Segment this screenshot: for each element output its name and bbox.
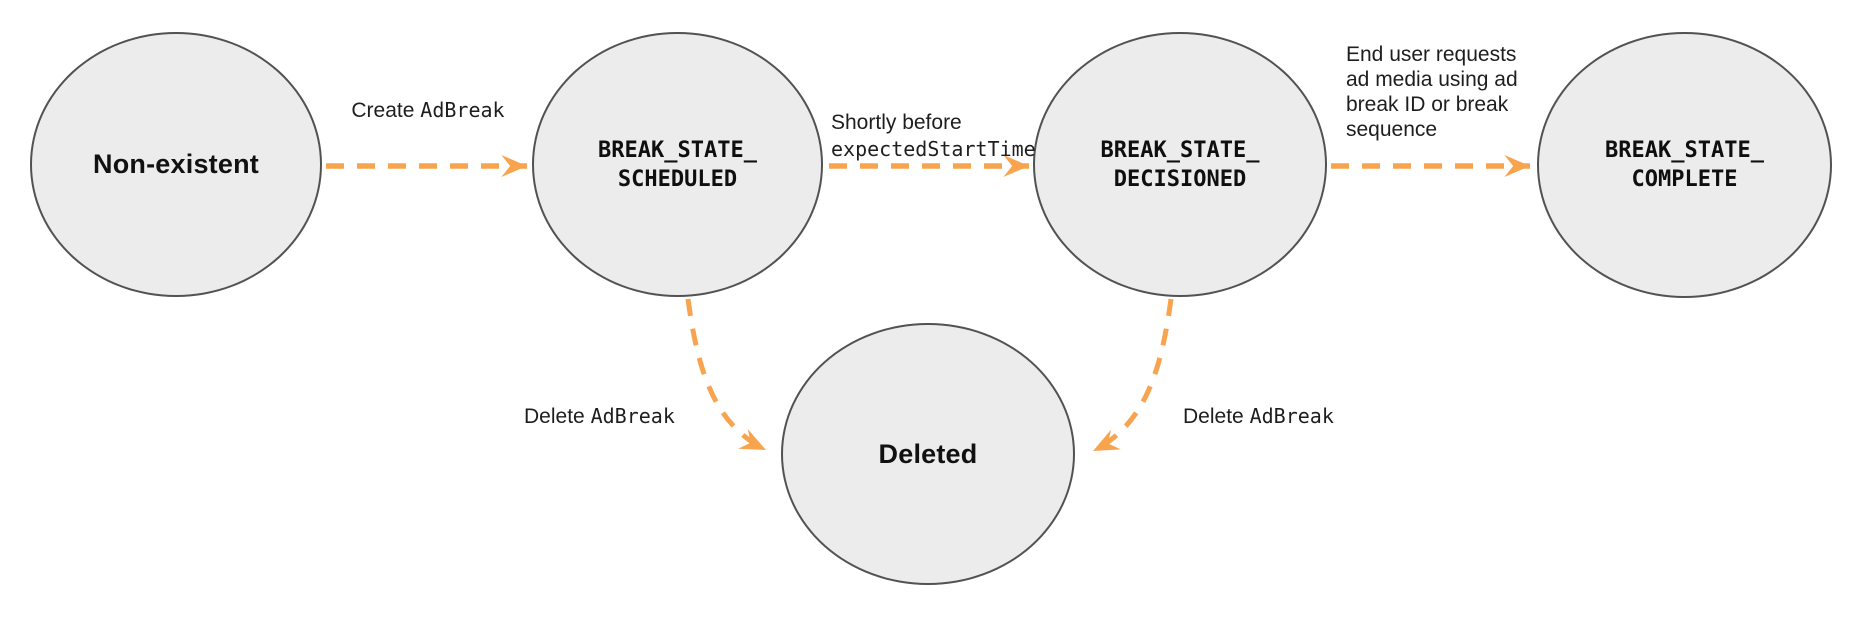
node-non-existent: Non-existent [30,32,322,297]
node-non-existent-label: Non-existent [93,149,259,179]
node-deleted-label: Deleted [878,438,978,469]
node-break-state-complete: BREAK_STATE_ COMPLETE [1537,32,1832,298]
node-break-state-complete-label: BREAK_STATE_ COMPLETE [1605,138,1764,192]
node-deleted: Deleted [781,323,1075,585]
edge-label-end-user-requests: End user requests ad media using ad brea… [1346,43,1518,141]
edge-label-shortly-code: expectedStartTime [831,137,1036,161]
edge-label-delete-right-code: AdBreak [1249,404,1334,428]
node-break-state-decisioned: BREAK_STATE_ DECISIONED [1033,32,1327,297]
edge-delete-adbreak-left-arrow [685,298,768,453]
edge-label-create-code: AdBreak [420,98,505,122]
edge-label-delete-left-code: AdBreak [590,404,675,428]
node-break-state-decisioned-label: BREAK_STATE_ DECISIONED [1100,137,1260,192]
edge-label-create-text: Create [351,99,415,122]
edge-label-delete-right-text: Delete [1183,405,1244,428]
edge-label-shortly-text: Shortly before [831,111,962,134]
edge-label-shortly-before: Shortly before expectedStartTime [831,84,1036,188]
edge-label-delete-left-text: Delete [524,405,585,428]
edge-delete-adbreak-right-arrow [1091,298,1174,454]
node-break-state-scheduled: BREAK_STATE_ SCHEDULED [532,32,823,297]
node-break-state-scheduled-label: BREAK_STATE_ SCHEDULED [598,137,757,192]
